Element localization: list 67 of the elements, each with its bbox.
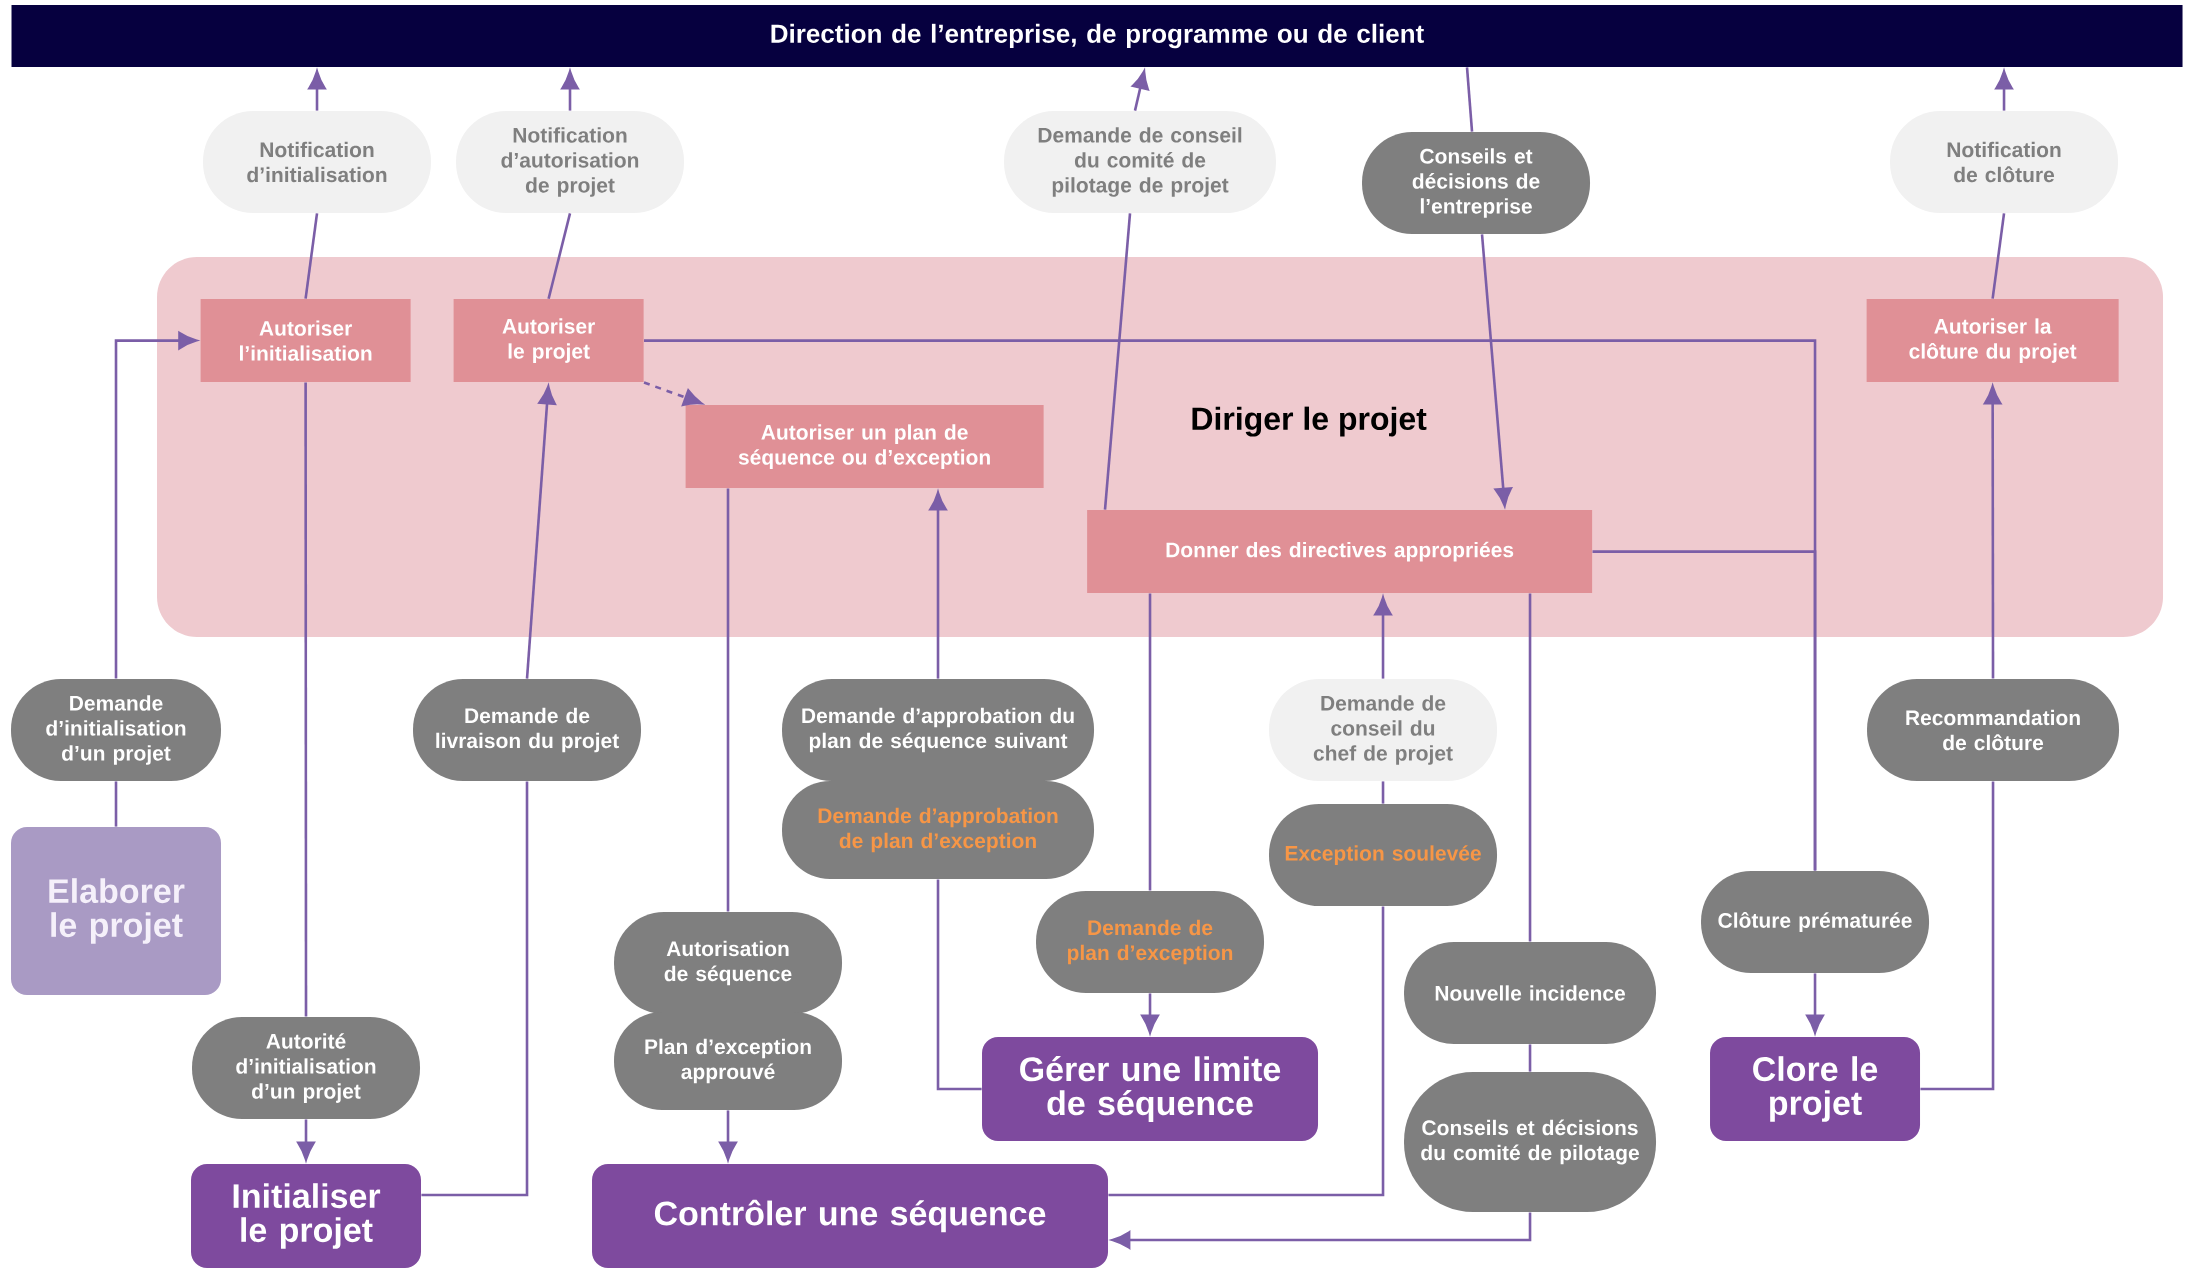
activity-box: Donner des directives appropriées — [1087, 510, 1593, 594]
arrow — [1983, 385, 2002, 679]
arrow — [1480, 234, 1513, 507]
arrow — [1141, 993, 1159, 1034]
activity-box: Autoriser l’initialisation — [200, 299, 411, 383]
process-box: Initialiser le projet — [191, 1164, 421, 1268]
message-pill: Notification d’initialisation — [203, 111, 431, 213]
arrow — [1806, 973, 1824, 1034]
message-pill: Notification de clôture — [1890, 111, 2119, 213]
message-pill: Demande de conseil du comité de pilotage de projet — [1004, 111, 1276, 213]
process-box: Clore le projet — [1710, 1037, 1921, 1141]
arrow — [114, 331, 198, 679]
connector-line — [936, 879, 982, 1091]
node-label: Demande d’approbation de plan d’exception — [818, 807, 1058, 853]
connector-line — [1528, 1044, 1532, 1072]
arrow — [1111, 1212, 1532, 1249]
arrow — [719, 1110, 737, 1161]
message-pill: Demande de conseil du chef de projet — [1269, 679, 1498, 781]
message-pill: Autorisation de séquence — [614, 912, 842, 1014]
connector-line — [1528, 593, 1532, 942]
arrow — [929, 491, 947, 679]
process-box: Contrôler une séquence — [592, 1164, 1108, 1268]
connector-line — [304, 382, 308, 1017]
header-bar: Direction de l’entreprise, de programme ou de client — [11, 5, 2183, 67]
activity-box: Autoriser la clôture du projet — [1866, 299, 2119, 383]
connector-line — [1465, 67, 1474, 132]
message-pill: Conseils et décisions du comité de pilotage — [1404, 1072, 1657, 1212]
activity-box: Autoriser un plan de séquence ou d’exception — [685, 405, 1044, 489]
connector-line — [1920, 781, 1995, 1091]
message-pill: Demande de livraison du projet — [413, 679, 641, 781]
message-pill: Demande d’initialisation d’un projet — [11, 679, 221, 781]
connector-line — [547, 213, 572, 299]
message-pill: Demande d’approbation de plan d’exception — [782, 781, 1094, 879]
message-pill: Nouvelle incidence — [1404, 942, 1657, 1044]
connector-line — [1148, 593, 1152, 891]
arrow — [1995, 70, 2013, 111]
connector-line — [1381, 781, 1385, 804]
connector-line — [1108, 906, 1385, 1197]
message-pill: Exception soulevée — [1269, 804, 1498, 906]
activity-box: Autoriser le projet — [453, 299, 644, 383]
arrow — [525, 385, 556, 679]
connector-line — [114, 781, 118, 827]
node-label: Demande d’approbation du plan de séquence suivant — [802, 707, 1074, 753]
message-pill: Conseils et décisions de l’entreprise — [1362, 132, 1590, 234]
connector-line — [1991, 213, 2006, 299]
message-pill: Demande de plan d’exception — [1036, 891, 1264, 993]
connector-line — [421, 781, 529, 1197]
process-box: Gérer une limite de séquence — [982, 1037, 1318, 1141]
arrow — [1131, 70, 1149, 111]
arrow — [561, 70, 579, 111]
arrow — [297, 1119, 315, 1161]
connector-line — [304, 213, 319, 299]
message-pill: Plan d’exception approuvé — [614, 1012, 842, 1110]
message-pill: Demande d’approbation du plan de séquence suivant — [782, 679, 1094, 781]
arrow — [308, 70, 326, 111]
connector-line — [726, 488, 730, 912]
message-pill: Autorité d’initialisation d’un projet — [192, 1017, 420, 1119]
node-label: Autorisation de séquence — [664, 940, 792, 986]
process-box: Elaborer le projet — [11, 827, 221, 995]
connector-line — [1103, 213, 1132, 510]
message-pill: Recommandation de clôture — [1867, 679, 2120, 781]
message-pill: Clôture prématurée — [1701, 871, 1930, 973]
connector-line — [1592, 550, 1817, 871]
node-label: Plan d’exception approuvé — [645, 1038, 811, 1084]
arrow — [1374, 596, 1392, 679]
arrow — [643, 381, 703, 406]
message-pill: Notification d’autorisation de projet — [456, 111, 684, 213]
